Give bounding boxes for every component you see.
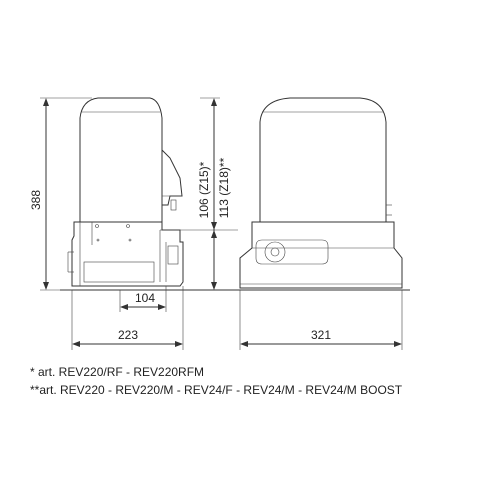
front-view-cover [259, 97, 387, 223]
release-handle [255, 239, 329, 265]
dim-height-total: 388 [29, 190, 43, 210]
dim-front-width: 321 [311, 328, 331, 342]
dim-height-z18: 113 (Z18)** [217, 157, 231, 218]
dim-base-offset: 104 [135, 291, 155, 305]
note-single-star: * art. REV220/RF - REV220RFM [30, 365, 205, 379]
front-view-base [239, 221, 403, 289]
dim-side-depth: 223 [118, 328, 138, 342]
side-view-base [71, 221, 184, 287]
dim-height-z15: 106 (Z15)* [197, 161, 211, 218]
release-lock-icon [264, 241, 286, 263]
side-view-cover [79, 97, 163, 223]
side-view [60, 97, 240, 291]
side-view-rear-cover [161, 148, 183, 206]
front-view [232, 97, 410, 291]
note-double-star: **art. REV220 - REV220/M - REV24/F - REV… [30, 383, 403, 397]
dimension-lines [40, 97, 403, 350]
